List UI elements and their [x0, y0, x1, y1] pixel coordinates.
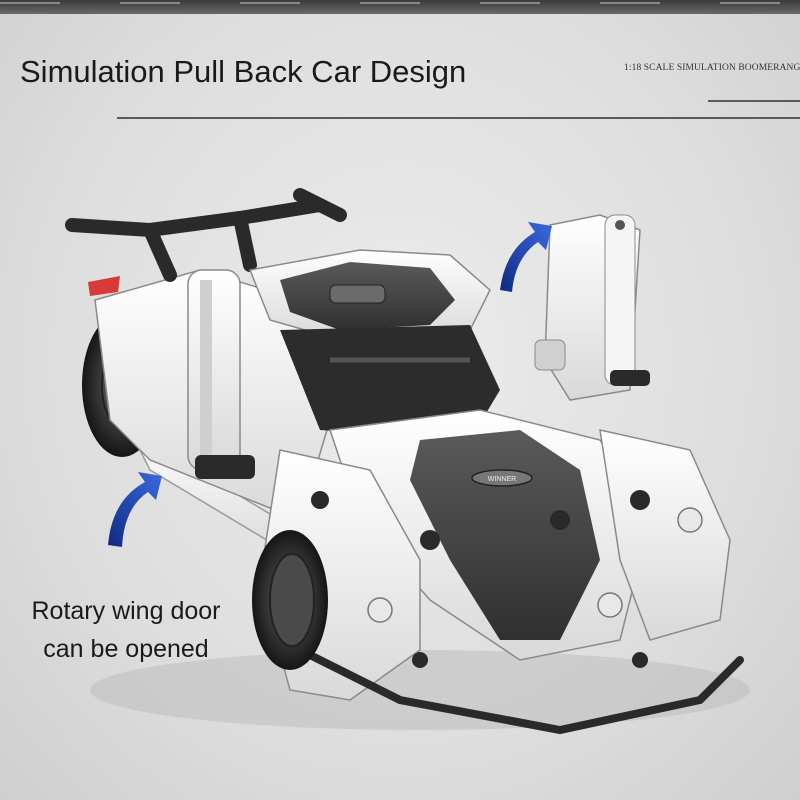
caption-line-2: can be opened [43, 635, 209, 663]
divider-line-short [708, 100, 800, 102]
svg-text:WINNER: WINNER [488, 476, 516, 483]
rear-wing [65, 188, 347, 282]
feature-caption: Rotary wing door can be opened [0, 592, 252, 668]
headline: Simulation Pull Back Car Design [20, 54, 467, 89]
right-wing-door [534, 214, 650, 401]
caption-line-1: Rotary wing door [31, 597, 221, 625]
divider-line [117, 117, 800, 119]
top-decor-band [0, 0, 800, 14]
front-wheel [252, 530, 328, 670]
left-wing-door [187, 269, 255, 479]
arrow-icon-upper [500, 222, 552, 292]
car-shadow [90, 650, 750, 730]
scale-note: 1:18 SCALE SIMULATION BOOMERANG [624, 63, 800, 73]
car-cockpit [280, 325, 500, 440]
arrow-icon-lower [108, 472, 162, 547]
